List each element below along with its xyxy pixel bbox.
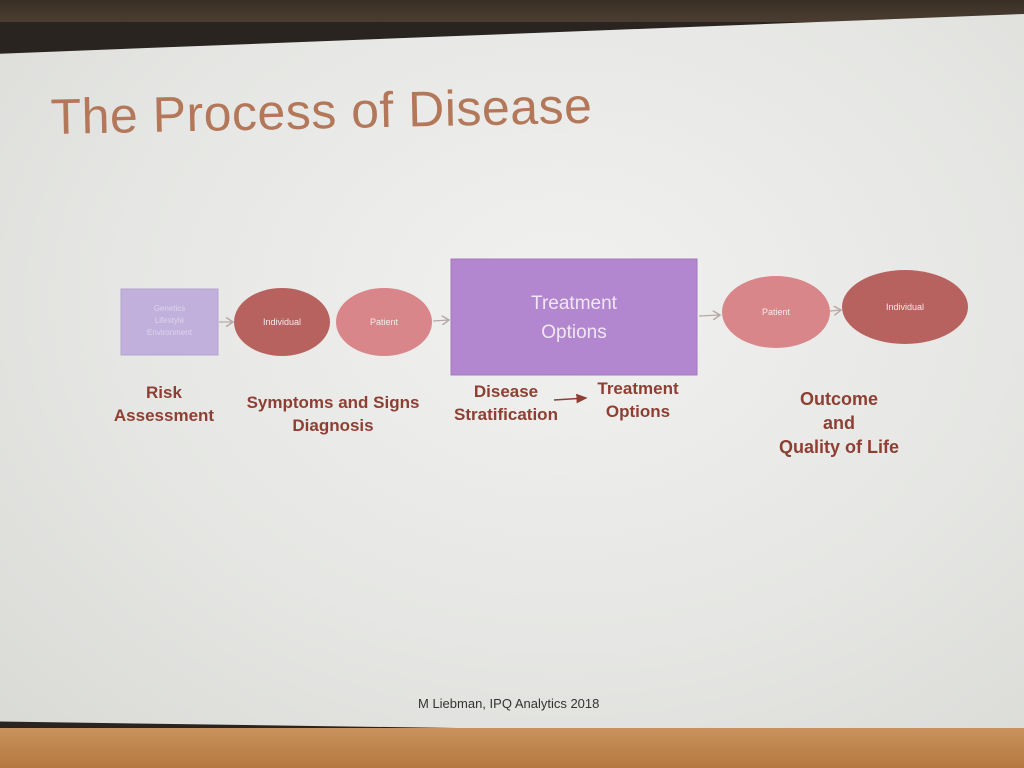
risk-factor-genetics: Genetics: [153, 304, 186, 313]
caption-treatment-line-1: Treatment: [597, 379, 679, 398]
treatment-options-box: [450, 258, 698, 376]
caption-symptoms-line-1: Symptoms and Signs: [246, 393, 420, 412]
arrow-patient-to-treatment: [432, 320, 449, 321]
arrow-stratification-to-treatment: [553, 393, 588, 404]
risk-factors-box: [120, 288, 219, 356]
risk-factors-label: Genetics Lifestyle Environment: [121, 303, 218, 339]
individual-left-label: Individual: [262, 317, 302, 327]
risk-factor-environment: Environment: [147, 328, 192, 337]
caption-disease-line-2: Stratification: [454, 405, 558, 424]
individual-right-label: Individual: [885, 302, 925, 312]
risk-factor-lifestyle: Lifestyle: [154, 316, 185, 325]
symptoms-diagnosis-caption: Symptoms and Signs Diagnosis: [238, 391, 428, 437]
caption-outcome-line-3: Quality of Life: [778, 437, 899, 457]
arrow-patient-to-individual: [829, 310, 841, 311]
slide-footer-credit: M Liebman, IPQ Analytics 2018: [418, 696, 600, 711]
individual-ellipse-right: [842, 270, 968, 344]
treatment-options-label: Treatment Options: [451, 289, 697, 347]
caption-risk-line-2: Assessment: [113, 406, 215, 425]
individual-ellipse-left: [234, 288, 330, 356]
projector-top-edge: [0, 0, 1024, 22]
risk-assessment-caption: Risk Assessment: [104, 381, 224, 427]
caption-treatment-line-2: Options: [605, 402, 671, 421]
caption-outcome-line-1: Outcome: [799, 389, 878, 409]
treatment-options-caption: Treatment Options: [588, 377, 688, 423]
caption-symptoms-line-2: Diagnosis: [292, 416, 374, 435]
treatment-box-line-2: Options: [541, 322, 607, 343]
patient-left-label: Patient: [369, 317, 399, 327]
caption-disease-line-1: Disease: [473, 382, 539, 401]
patient-right-label: Patient: [761, 307, 791, 317]
caption-outcome-line-2: and: [822, 413, 855, 433]
projector-bottom-edge: [0, 728, 1024, 768]
outcome-quality-caption: Outcome and Quality of Life: [764, 387, 914, 459]
disease-stratification-caption: Disease Stratification: [444, 380, 568, 426]
treatment-box-line-1: Treatment: [531, 293, 617, 314]
caption-risk-line-1: Risk: [146, 383, 182, 402]
patient-ellipse-left: [336, 288, 432, 356]
patient-ellipse-right: [722, 276, 830, 348]
arrow-treatment-to-patient: [698, 315, 720, 316]
